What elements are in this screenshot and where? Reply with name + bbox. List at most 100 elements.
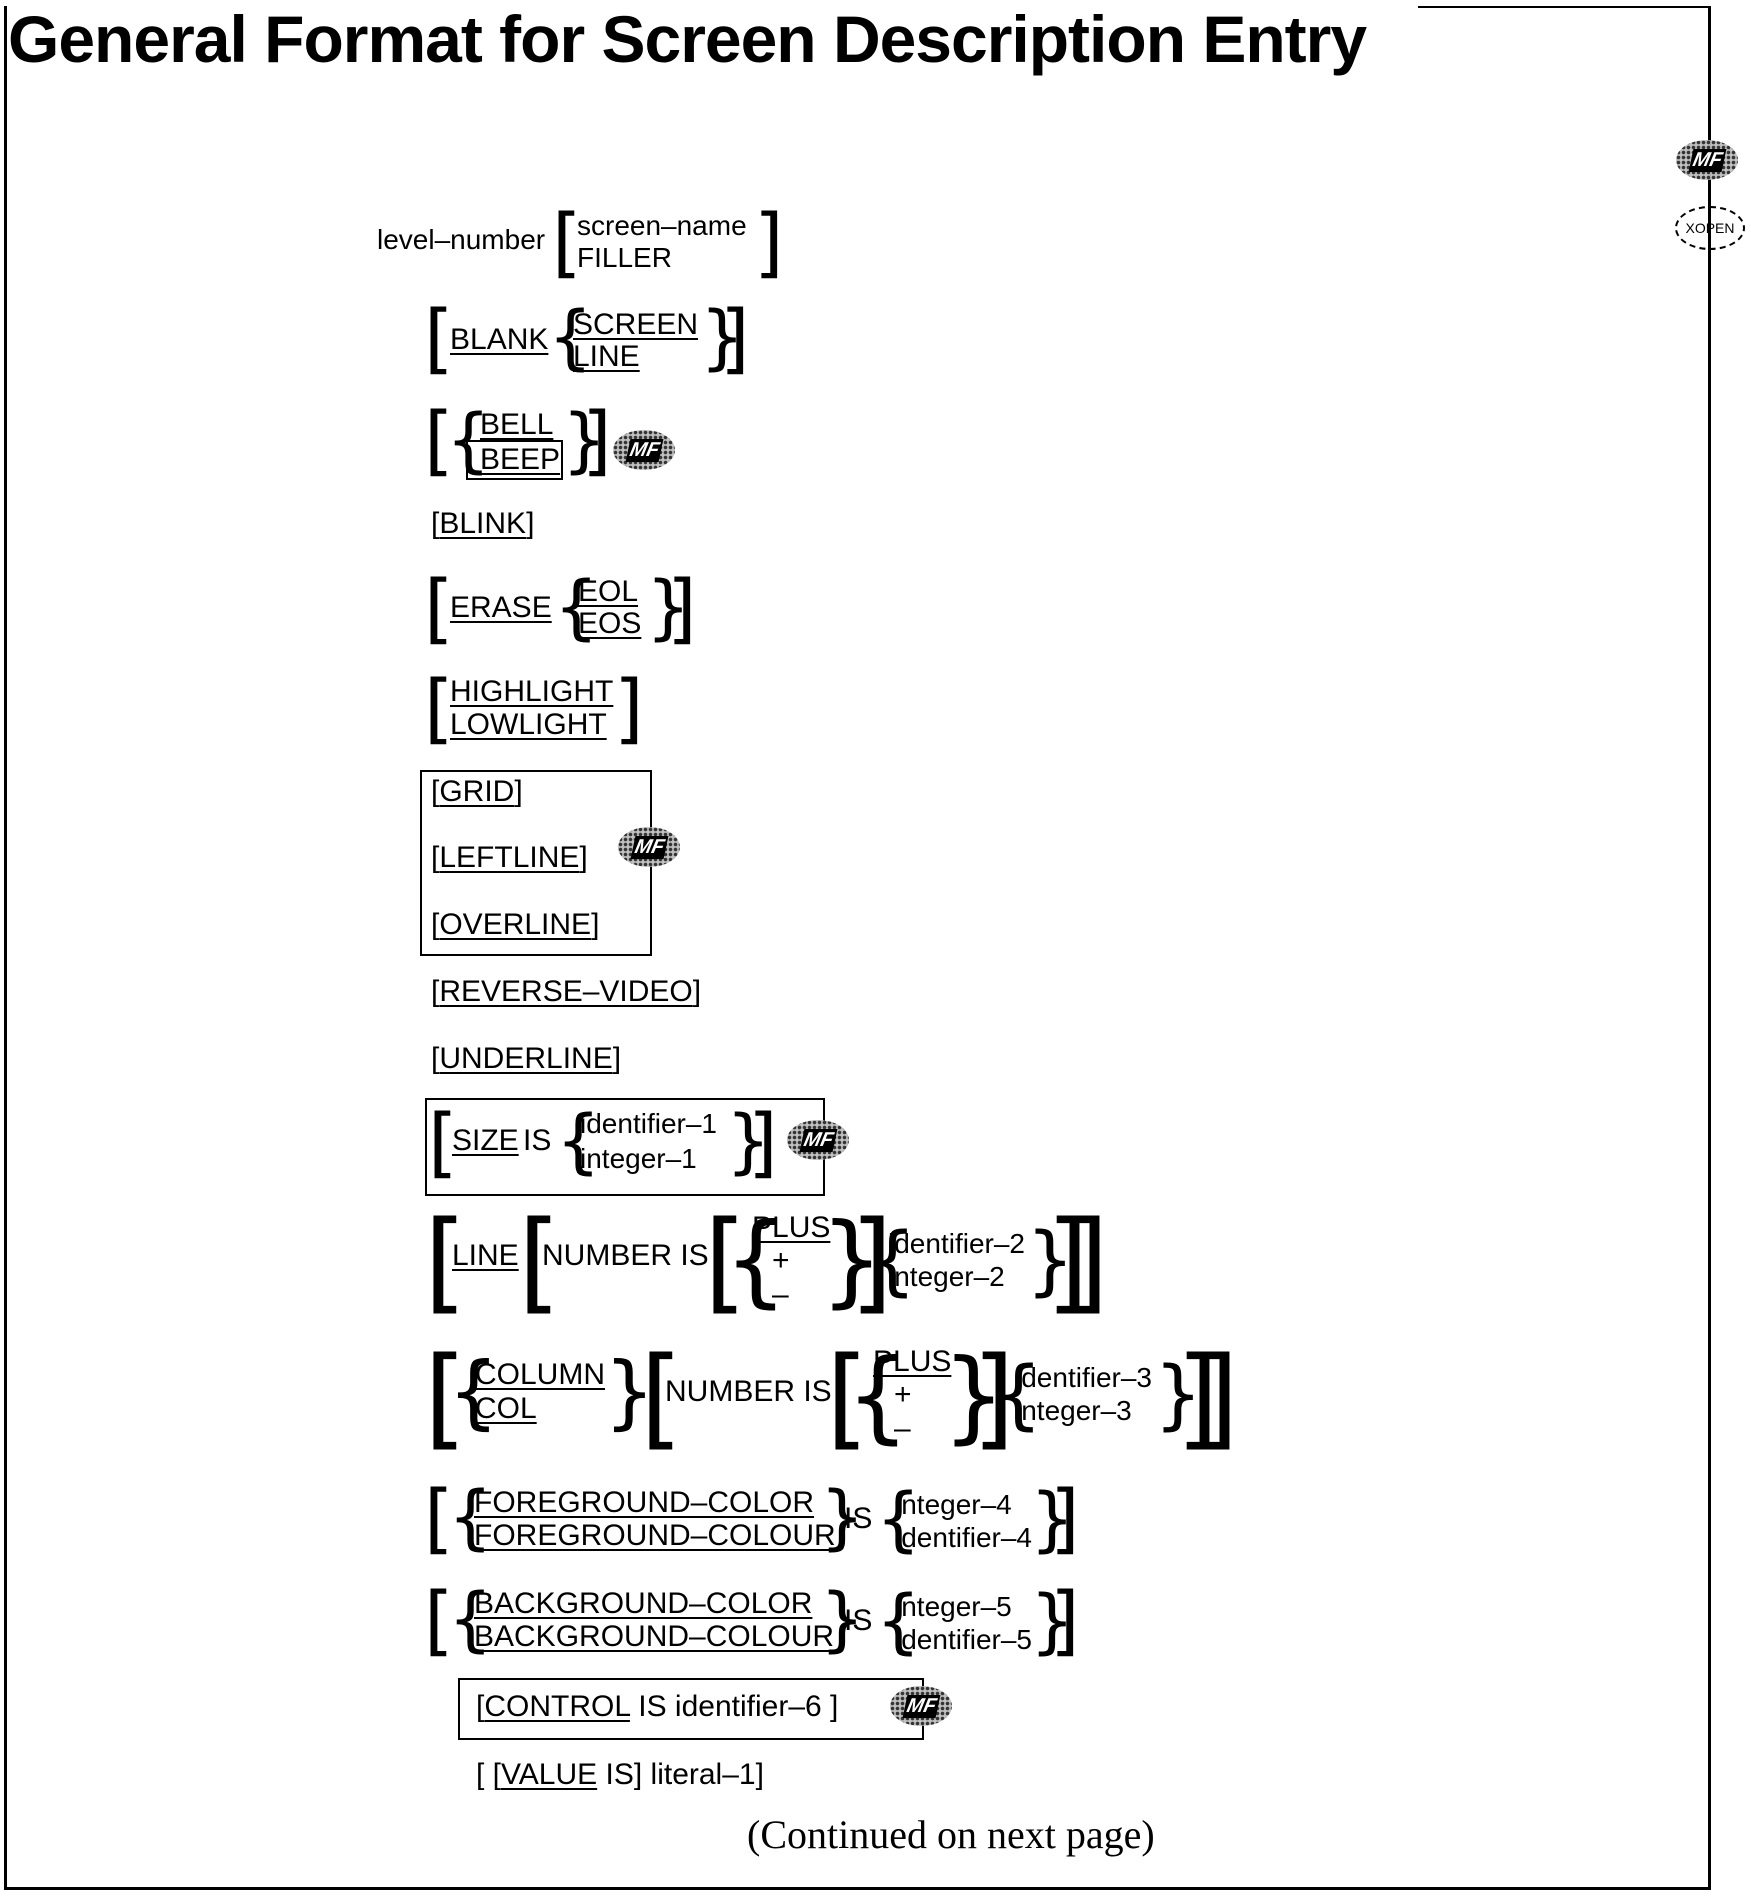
close-bracket: ]: [1176, 1333, 1219, 1461]
erase-keyword: ERASE: [450, 591, 552, 624]
beep-box: [466, 440, 563, 480]
close-brace: }: [820, 1476, 865, 1558]
number-is-keyword: NUMBER IS: [665, 1375, 832, 1408]
eos-keyword: EOS: [578, 607, 642, 640]
open-bracket: [: [424, 1197, 467, 1325]
close-bracket: ]: [667, 563, 697, 652]
close-bracket: ]: [1046, 1197, 1089, 1325]
open-brace: {: [876, 1478, 921, 1560]
bell-keyword: BELL: [480, 408, 554, 441]
number-is-keyword: NUMBER IS: [542, 1239, 709, 1272]
reverse-video-clause: [REVERSE–VIDEO]: [431, 975, 702, 1008]
close-brace: }: [646, 566, 691, 648]
open-brace: {: [724, 1201, 788, 1318]
close-bracket: ]: [1066, 1197, 1109, 1325]
margin-connector: [1708, 182, 1710, 202]
identifier-4: identifier–4: [895, 1522, 1032, 1553]
close-bracket: ]: [1050, 1575, 1080, 1664]
leftline-clause: [LEFTLINE]: [431, 841, 588, 874]
value-clause: [ [VALUE IS] literal–1]: [476, 1758, 764, 1791]
plus-sign: +: [772, 1244, 790, 1277]
is-keyword: IS: [844, 1604, 873, 1637]
plus-sign: +: [894, 1378, 912, 1411]
background-color-keyword: BACKGROUND–COLOR: [474, 1587, 813, 1620]
blink-clause: [BLINK]: [431, 507, 535, 540]
close-bracket: ]: [614, 663, 644, 752]
open-bracket: [: [424, 1333, 467, 1461]
close-bracket: ]: [582, 395, 612, 484]
overline-clause: [OVERLINE]: [431, 908, 600, 941]
close-brace: }: [1030, 1478, 1075, 1560]
col-keyword: COL: [475, 1392, 537, 1425]
open-brace: {: [554, 566, 599, 648]
close-bracket: ]: [1196, 1333, 1239, 1461]
minus-sign: –: [894, 1412, 911, 1445]
close-brace: }: [562, 399, 607, 481]
open-bracket: [: [552, 197, 582, 286]
close-bracket: ]: [972, 1333, 1015, 1461]
line-keyword: LINE: [573, 340, 640, 373]
level-number: level–number: [377, 224, 546, 255]
open-brace: {: [994, 1349, 1043, 1438]
close-bracket: ]: [1050, 1473, 1080, 1562]
open-bracket: [: [704, 1197, 747, 1325]
open-brace: {: [876, 1580, 921, 1662]
open-bracket: [: [424, 663, 454, 752]
continued-note: (Continued on next page): [747, 1812, 1155, 1857]
is-keyword: IS: [523, 1124, 552, 1157]
open-bracket: [: [424, 293, 454, 382]
is-keyword: IS: [844, 1502, 873, 1535]
mf-badge: MF: [618, 827, 680, 867]
close-brace: }: [1154, 1349, 1203, 1438]
close-bracket: ]: [850, 1197, 893, 1325]
lowlight-keyword: LOWLIGHT: [450, 708, 607, 741]
identifier-1: identifier–1: [580, 1108, 717, 1139]
page-frame: [4, 6, 1711, 1890]
close-brace: }: [604, 1345, 655, 1438]
open-bracket: [: [640, 1333, 683, 1461]
close-bracket: ]: [754, 197, 784, 286]
mf-badge: MF: [613, 430, 675, 470]
mf-badge: MF: [787, 1120, 849, 1160]
foreground-color-keyword: FOREGROUND–COLOR: [474, 1486, 815, 1519]
frame-top-rule: [1418, 6, 1711, 8]
foreground-colour-keyword: FOREGROUND–COLOUR: [474, 1519, 836, 1552]
integer-4: integer–4: [895, 1489, 1012, 1520]
integer-3: integer–3: [1015, 1395, 1132, 1426]
open-bracket: [: [424, 1473, 454, 1562]
open-bracket: [: [518, 1197, 561, 1325]
line-clause-keyword: LINE: [452, 1239, 519, 1272]
control-clause: [CONTROL IS identifier–6 ]: [476, 1690, 839, 1723]
close-brace: }: [820, 1578, 865, 1660]
blank-keyword: BLANK: [450, 323, 549, 356]
close-brace: }: [1030, 1580, 1075, 1662]
close-bracket: ]: [748, 1097, 778, 1186]
mf-badge: MF: [890, 1686, 952, 1726]
eol-keyword: EOL: [578, 575, 639, 608]
page-title: General Format for Screen Description En…: [8, 2, 1367, 76]
screen-keyword: SCREEN: [573, 308, 699, 341]
open-brace: {: [846, 1337, 910, 1454]
plus-keyword: PLUS: [873, 1345, 952, 1378]
open-brace: {: [448, 1578, 493, 1660]
xopen-margin-badge: XOPEN: [1675, 206, 1745, 250]
identifier-5: identifier–5: [895, 1624, 1032, 1655]
close-brace: }: [700, 296, 745, 378]
close-brace: }: [726, 1100, 771, 1182]
open-bracket: [: [428, 1097, 458, 1186]
open-bracket: [: [424, 563, 454, 652]
open-bracket: [: [424, 1575, 454, 1664]
close-brace: }: [1026, 1215, 1075, 1304]
close-brace: }: [820, 1201, 884, 1318]
mf-margin-badge: MF: [1676, 140, 1738, 180]
integer-1: integer–1: [580, 1143, 697, 1174]
filler-keyword: FILLER: [577, 242, 672, 273]
close-brace: }: [942, 1337, 1006, 1454]
plus-keyword: PLUS: [752, 1211, 831, 1244]
open-bracket: [: [826, 1333, 869, 1461]
beep-keyword: BEEP: [480, 443, 561, 476]
size-keyword: SIZE: [452, 1124, 519, 1157]
highlight-keyword: HIGHLIGHT: [450, 675, 614, 708]
column-keyword: COLUMN: [475, 1358, 606, 1391]
open-brace: {: [448, 1345, 499, 1438]
